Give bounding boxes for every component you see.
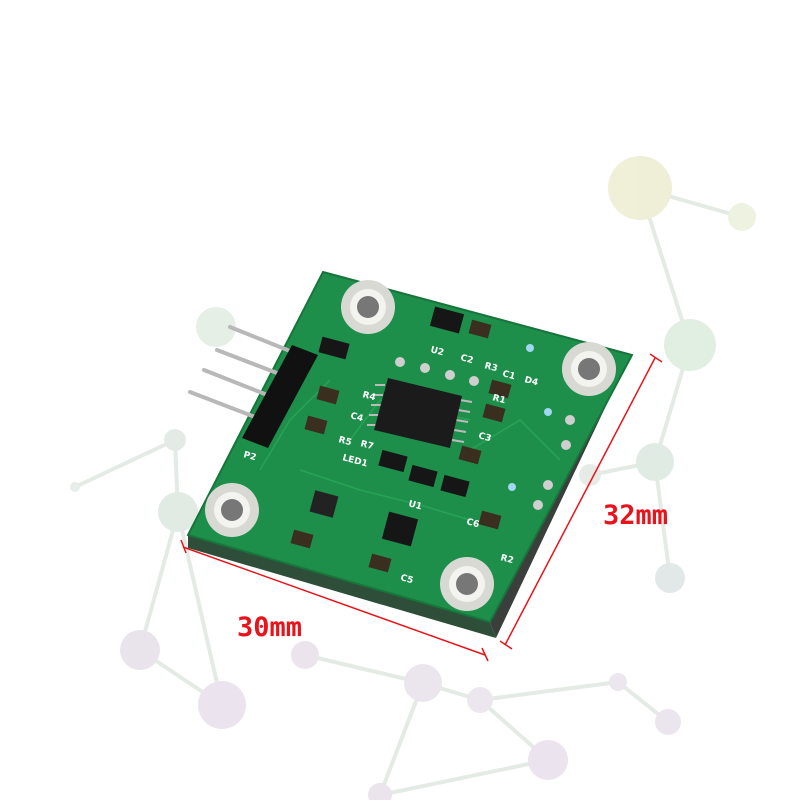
- silk-label-c2: C2: [459, 353, 474, 366]
- smd-components: [290, 306, 575, 573]
- silk-label-u2: U2: [429, 345, 445, 358]
- mounting-holes: [205, 280, 616, 611]
- molecule-network-background: [70, 156, 756, 800]
- silk-label-c6: C6: [465, 517, 480, 530]
- silk-label-c4: C4: [349, 411, 364, 424]
- silk-label-r4: R4: [361, 390, 376, 403]
- pcb-board: U2 C1 C2 R3 D4 R4 C4 R5 R7 C3 R1 P2 C5 C…: [186, 270, 634, 638]
- height-dimension-label: 32mm: [603, 500, 669, 531]
- silk-label-r1: R1: [491, 393, 506, 406]
- silk-label-u1: U1: [407, 499, 423, 512]
- silk-label-r5: R5: [337, 435, 352, 448]
- silk-label-r3: R3: [483, 361, 498, 374]
- silk-label-r2: R2: [499, 553, 514, 566]
- silk-label-c1: C1: [501, 369, 516, 382]
- main-ic-chip: [367, 378, 473, 448]
- silk-label-p2: P2: [242, 450, 257, 463]
- silkscreen-labels: U2 C1 C2 R3 D4 R4 C4 R5 R7 C3 R1 P2 C5 C…: [242, 345, 539, 586]
- silk-label-c3: C3: [477, 431, 492, 444]
- dimension-lines: [180, 353, 663, 662]
- silk-label-d4: D4: [523, 375, 539, 388]
- silk-label-r7: R7: [359, 439, 374, 452]
- width-dimension-label: 30mm: [237, 612, 303, 643]
- silk-label-c5: C5: [399, 573, 414, 586]
- pin-header: [188, 325, 318, 448]
